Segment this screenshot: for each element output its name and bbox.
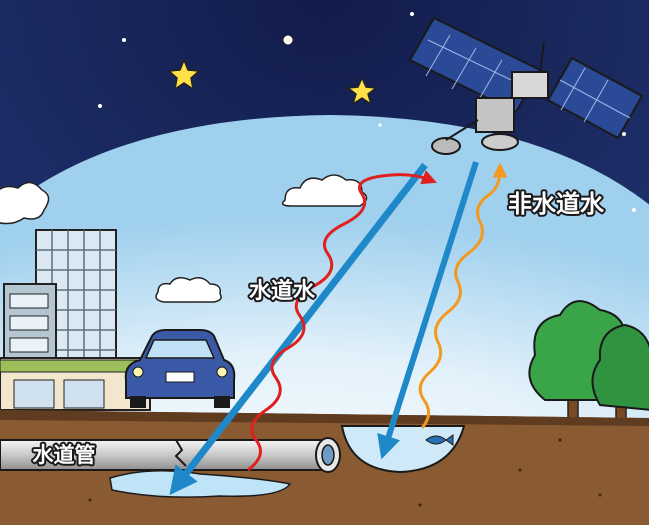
cloud-icon	[155, 277, 222, 303]
transmit-signal-to-pipe	[169, 162, 428, 496]
ground-surface	[0, 410, 649, 426]
star-icon	[410, 12, 414, 16]
star-icon	[622, 132, 626, 136]
reflected-signal-non-tap-water	[418, 162, 508, 429]
star-icon	[378, 123, 382, 127]
reflected-signal-tap-water	[247, 170, 437, 472]
star-icon	[346, 76, 378, 106]
fish-icon	[425, 434, 454, 446]
car-icon	[124, 329, 236, 408]
star-icon	[282, 34, 294, 46]
tap-water-label: 水道水	[249, 278, 316, 304]
star-icon	[122, 38, 126, 42]
star-icon	[167, 57, 201, 91]
satellite-icon	[408, 16, 644, 155]
water-pipe-label: 水道管	[33, 443, 96, 467]
non-tap-water-label: 非水道水	[508, 190, 605, 218]
cloud-icon	[281, 174, 368, 207]
transmit-signal-to-groundwater	[377, 161, 479, 460]
star-icon	[632, 208, 636, 212]
star-icon	[98, 104, 102, 108]
pipe-icon	[0, 437, 341, 473]
cloud-icon	[0, 181, 50, 225]
